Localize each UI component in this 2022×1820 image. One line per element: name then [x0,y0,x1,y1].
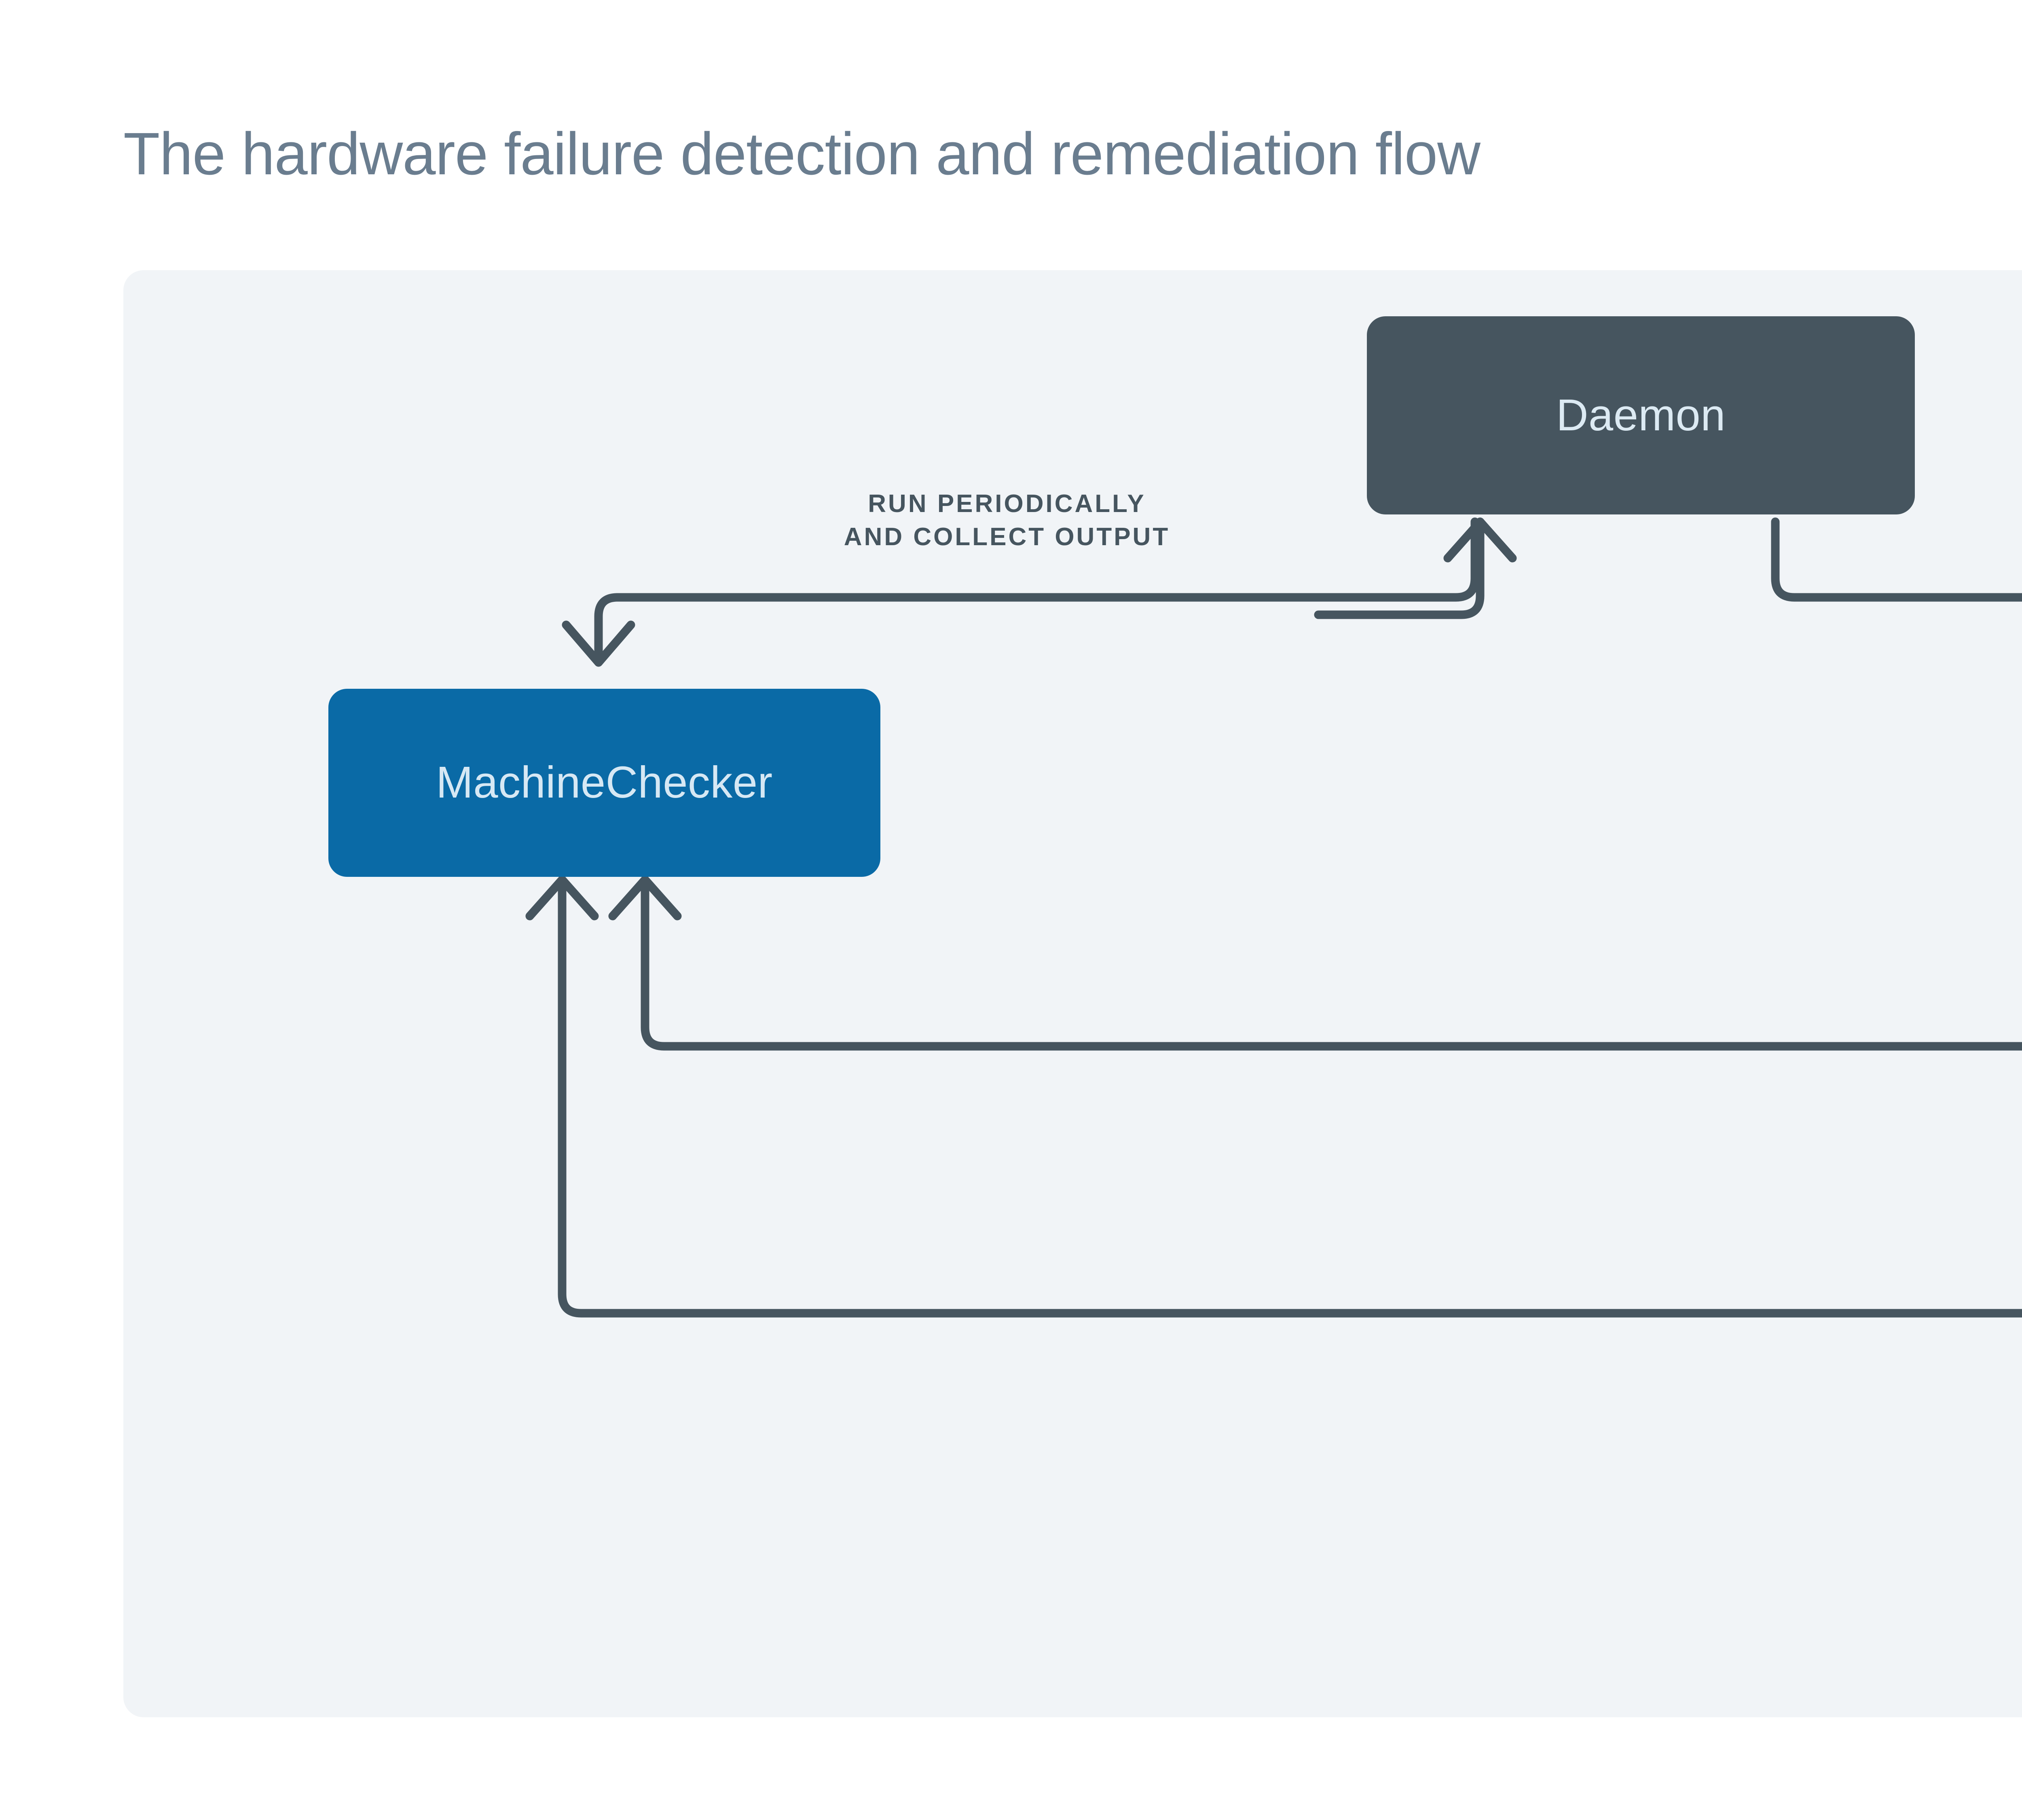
node-machinechecker[interactable]: MachineChecker [328,689,880,877]
node-daemon-label: Daemon [1556,390,1726,440]
edge-label-run-periodically: RUN PERIODICALLY AND COLLECT OUTPUT [844,490,1170,551]
page-title: The hardware failure detection and remed… [123,121,1481,187]
node-daemon[interactable]: Daemon [1367,316,1915,514]
node-machinechecker-label: MachineChecker [436,758,773,808]
